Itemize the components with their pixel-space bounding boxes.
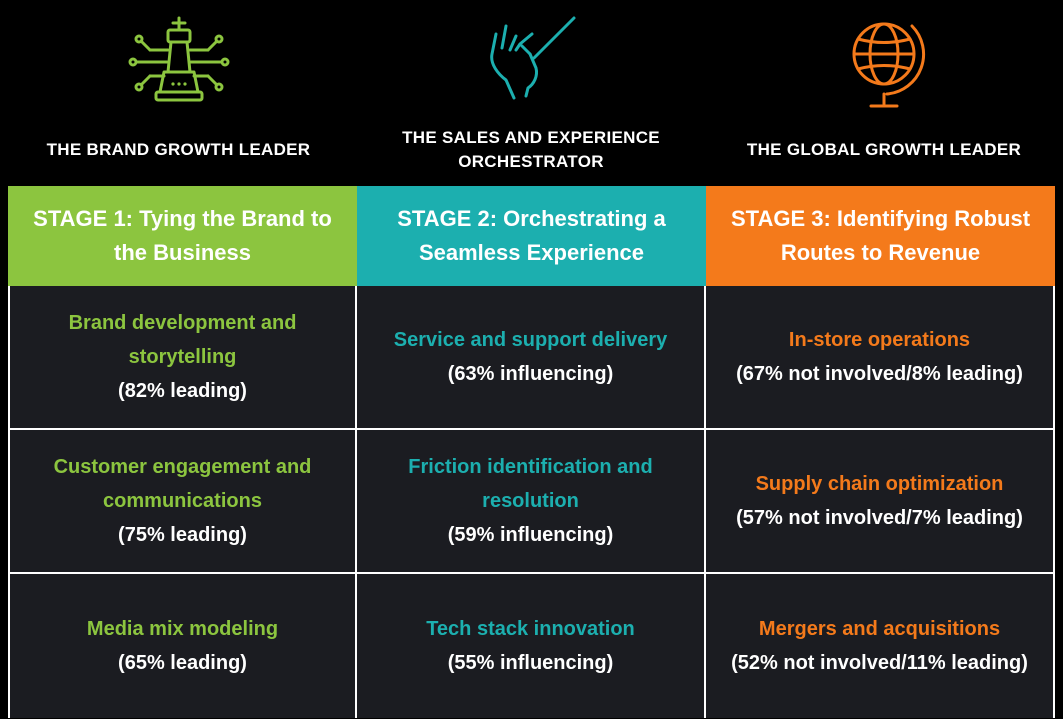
cell-stat: (57% not involved/7% leading) [736, 507, 1023, 529]
cell-topic: Tech stack innovation [426, 618, 635, 640]
cell-topic: Service and support delivery [393, 329, 668, 351]
grid-cell: Service and support delivery (63% influe… [357, 286, 706, 430]
cell-topic: Mergers and acquisitions [758, 618, 1001, 640]
globe-icon [852, 22, 926, 108]
grid-cell: Mergers and acquisitions (52% not involv… [706, 574, 1055, 718]
leader-title: THE BRAND GROWTH LEADER [46, 140, 311, 159]
hand-pointer-icon [490, 16, 576, 100]
cell-topic: Supply chain optimization [755, 473, 1004, 495]
grid-cell: Friction identification and resolution (… [357, 430, 706, 574]
cell-stat: (75% leading) [118, 524, 247, 546]
cell-stat: (52% not involved/11% leading) [731, 652, 1028, 674]
cell-topic: Media mix modeling [86, 618, 279, 640]
stage-1-header: STAGE 1: Tying the Brand to the Business [8, 186, 357, 286]
cell-topic: In-store operations [788, 329, 971, 351]
cell-stat: (82% leading) [118, 380, 247, 402]
cell-stat: (65% leading) [118, 652, 247, 674]
grid-cell: In-store operations (67% not involved/8%… [706, 286, 1055, 430]
stage-header-row: STAGE 1: Tying the Brand to the Business… [8, 186, 1055, 286]
grid-cell: Customer engagement and communications (… [8, 430, 357, 574]
cell-topic: Brand development and storytelling [68, 312, 297, 368]
leader-title: THE GLOBAL GROWTH LEADER [746, 140, 1022, 159]
cell-stat: (59% influencing) [447, 524, 614, 546]
leader-global-growth: THE GLOBAL GROWTH LEADER [705, 0, 1063, 186]
stage-2-header: STAGE 2: Orchestrating a Seamless Experi… [357, 186, 706, 286]
cell-topic: Customer engagement and communications [53, 456, 312, 512]
table-row: Media mix modeling (65% leading) Tech st… [8, 574, 1055, 718]
grid-cell: Supply chain optimization (57% not invol… [706, 430, 1055, 574]
leader-sales-experience: THE SALES AND EXPERIENCE ORCHESTRATOR [357, 0, 705, 186]
grid-cell: Brand development and storytelling (82% … [8, 286, 357, 430]
cell-topic: Friction identification and resolution [408, 456, 653, 512]
cell-stat: (67% not involved/8% leading) [736, 363, 1023, 385]
grid-cell: Tech stack innovation (55% influencing) [357, 574, 706, 718]
leader-header-row: THE BRAND GROWTH LEADER THE SALES AND EX… [0, 0, 1063, 186]
grid-cell: Media mix modeling (65% leading) [8, 574, 357, 718]
cell-stat: (55% influencing) [447, 652, 614, 674]
chess-king-circuit-icon [128, 16, 229, 102]
stage-grid: Brand development and storytelling (82% … [8, 286, 1055, 719]
cell-stat: (63% influencing) [447, 363, 614, 385]
leader-title: THE SALES AND EXPERIENCE ORCHESTRATOR [402, 128, 660, 171]
leader-brand-growth: THE BRAND GROWTH LEADER [0, 0, 357, 186]
table-row: Brand development and storytelling (82% … [8, 286, 1055, 430]
table-row: Customer engagement and communications (… [8, 430, 1055, 574]
stage-3-header: STAGE 3: Identifying Robust Routes to Re… [706, 186, 1055, 286]
